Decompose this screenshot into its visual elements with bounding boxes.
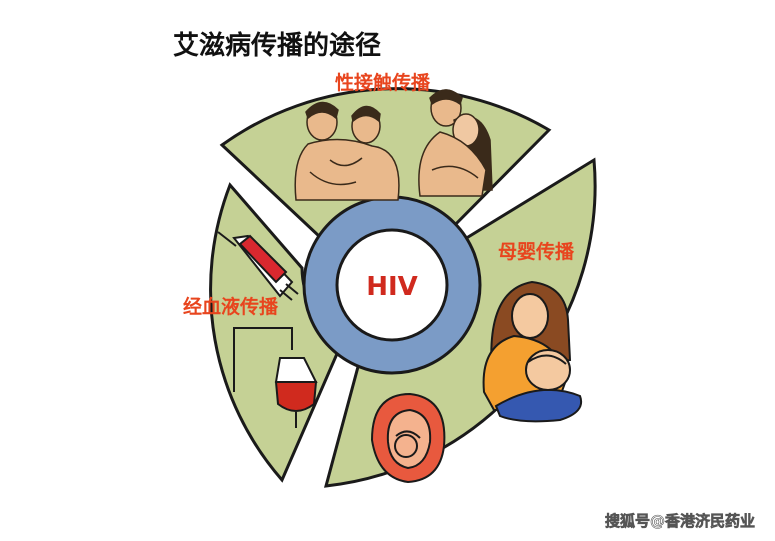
embracing-couples-icon <box>294 89 493 201</box>
watermark: 搜狐号@香港济民药业 <box>605 512 755 530</box>
syringe-and-blood-bag-icon <box>217 231 318 428</box>
fetus-in-womb-icon <box>370 392 446 484</box>
mother-breastfeeding-icon <box>482 280 582 423</box>
hiv-label: HIV <box>366 272 418 302</box>
label-sexual-transmission: 性接触传播 <box>335 71 431 94</box>
label-mother-to-child: 母婴传播 <box>498 240 575 263</box>
label-blood-transmission: 经血液传播 <box>183 295 279 318</box>
diagram-title: 艾滋病传播的途径 <box>173 30 381 61</box>
center-circle <box>335 228 449 342</box>
